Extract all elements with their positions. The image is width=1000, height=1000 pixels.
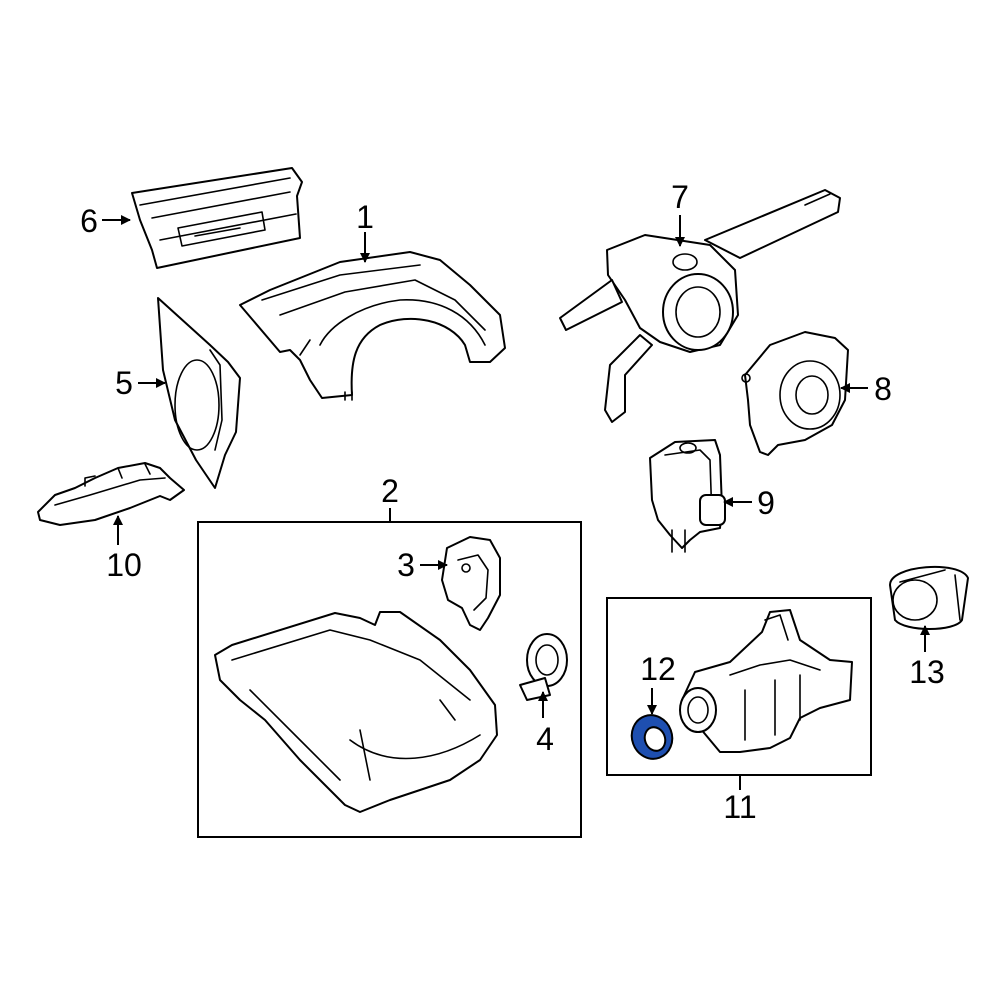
callout-labels: 1 2 3 4 5 6 7 8 9 10 11 12 13 [80, 179, 945, 825]
part-13-cap[interactable] [889, 565, 969, 630]
part-8-clockspring[interactable] [741, 331, 849, 456]
callout-5: 5 [115, 365, 133, 401]
part-10-lower-bracket[interactable] [37, 462, 185, 526]
callout-3: 3 [397, 547, 415, 583]
part-1-upper-shroud[interactable] [239, 251, 506, 401]
callout-1: 1 [356, 199, 374, 235]
part-11-ignition-housing[interactable] [679, 609, 853, 753]
part-2-lower-shroud[interactable] [214, 611, 498, 813]
part-7-combination-switch[interactable] [559, 189, 841, 423]
callout-12: 12 [640, 651, 676, 687]
callout-10: 10 [106, 547, 142, 583]
part-12-seal[interactable] [626, 709, 679, 764]
part-4-ring[interactable] [519, 633, 568, 701]
callout-11: 11 [723, 789, 756, 825]
part-5-side-panel[interactable] [157, 297, 241, 489]
callout-13: 13 [909, 654, 945, 690]
callout-6: 6 [80, 203, 98, 239]
callout-2: 2 [381, 473, 399, 509]
callout-8: 8 [874, 371, 892, 407]
part-9-switch-module[interactable] [649, 439, 726, 553]
part-6-bracket[interactable] [131, 167, 303, 269]
callout-4: 4 [536, 721, 554, 757]
callout-7: 7 [671, 179, 689, 215]
leader-lines [102, 215, 930, 790]
part-3-trim-ring[interactable] [441, 536, 501, 631]
callout-9: 9 [757, 485, 775, 521]
